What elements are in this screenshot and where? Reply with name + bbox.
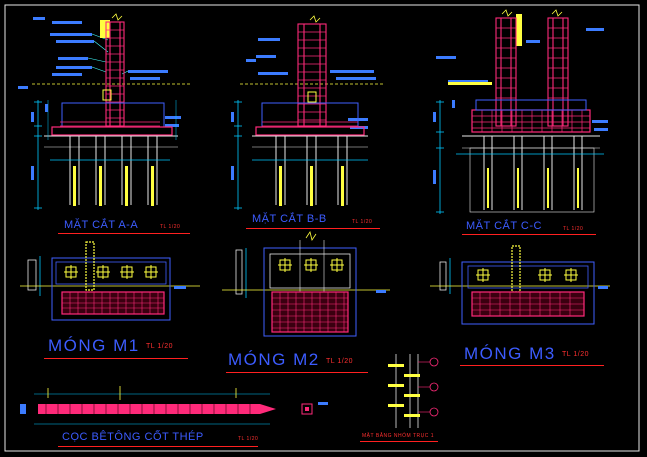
drawing-frame (4, 4, 640, 452)
section-b-b-title: MẶT CẮT B-B (252, 213, 327, 225)
section-a-a-underline (58, 233, 190, 234)
footing-m1-title: MÓNG M1 (48, 336, 140, 355)
section-b-b-scale: TL 1/20 (352, 219, 373, 225)
column-group-detail-drawing (388, 354, 439, 428)
footing-m3-drawing (430, 245, 610, 325)
footing-m2-title: MÓNG M2 (228, 350, 320, 369)
footing-m3-title: MÓNG M3 (464, 344, 556, 363)
section-a-a-drawing (18, 13, 190, 210)
footing-m3-underline (460, 365, 604, 366)
footing-m1-underline (44, 358, 188, 359)
section-c-c-drawing (433, 9, 608, 214)
footing-m2-scale: TL 1/20 (326, 358, 353, 365)
section-c-c-scale: TL 1/20 (563, 226, 584, 232)
column-group-title: MẶT BẰNG NHÓM TRỤC 1 (362, 433, 435, 439)
footing-m1-scale: TL 1/20 (146, 343, 173, 350)
column-group-underline (360, 441, 438, 442)
footing-m2-drawing (222, 231, 390, 337)
section-a-a-scale: TL 1/20 (160, 224, 181, 230)
section-a-a-title: MẶT CẮT A-A (64, 219, 139, 231)
pile-underline (58, 446, 258, 447)
pile-title: CỌC BÊTÔNG CỐT THÉP (62, 431, 204, 443)
section-c-c-title: MẶT CẮT C-C (466, 220, 542, 232)
pile-elevation-drawing (20, 386, 328, 425)
pile-scale: TL 1/20 (238, 436, 259, 442)
section-c-c-underline (462, 234, 596, 235)
footing-m3-scale: TL 1/20 (562, 351, 589, 358)
section-b-b-drawing (231, 15, 384, 210)
section-b-b-underline (246, 228, 380, 229)
footing-m1-drawing (20, 241, 200, 321)
footing-m2-underline (226, 372, 368, 373)
